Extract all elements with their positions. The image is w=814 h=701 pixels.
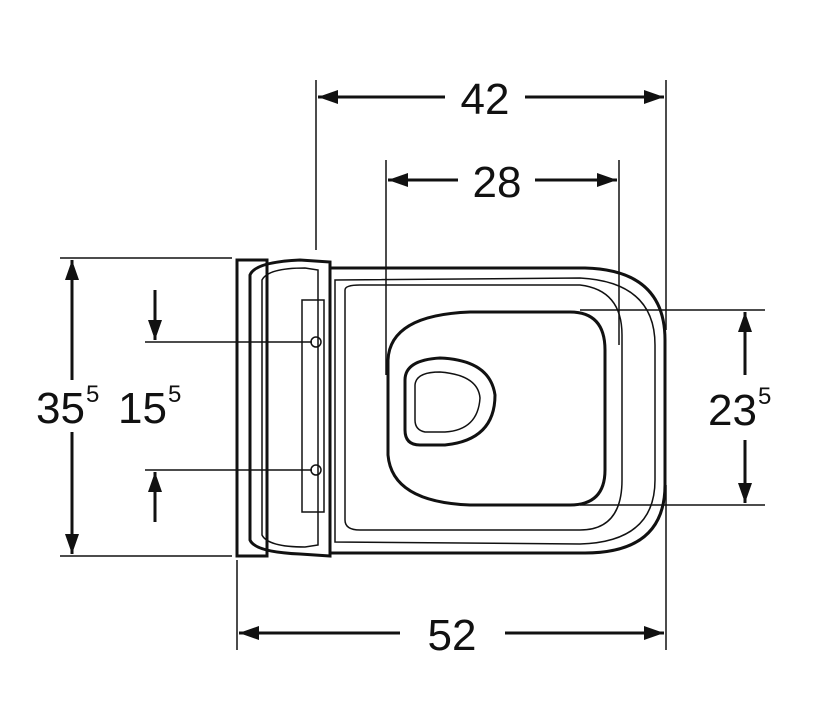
toilet-top-view xyxy=(235,258,667,558)
dim-42: 42 xyxy=(318,75,664,124)
dim-23-5-sup: 5 xyxy=(758,383,771,410)
dim-15-5-label: 15 xyxy=(118,384,167,433)
extension-lines xyxy=(60,80,765,650)
dim-35-5-sup: 5 xyxy=(86,381,99,408)
dim-52: 52 xyxy=(239,611,664,660)
dim-52-label: 52 xyxy=(428,611,477,660)
dim-28: 28 xyxy=(388,158,617,207)
dim-23-5-label: 23 xyxy=(708,386,757,435)
dim-28-label: 28 xyxy=(473,158,522,207)
dim-15-5: 15 5 xyxy=(118,290,181,522)
dim-35-5: 35 5 xyxy=(36,260,99,554)
dim-23-5: 23 5 xyxy=(708,312,771,503)
dim-35-5-label: 35 xyxy=(36,384,85,433)
dim-42-label: 42 xyxy=(461,75,510,124)
dim-15-5-sup: 5 xyxy=(168,381,181,408)
